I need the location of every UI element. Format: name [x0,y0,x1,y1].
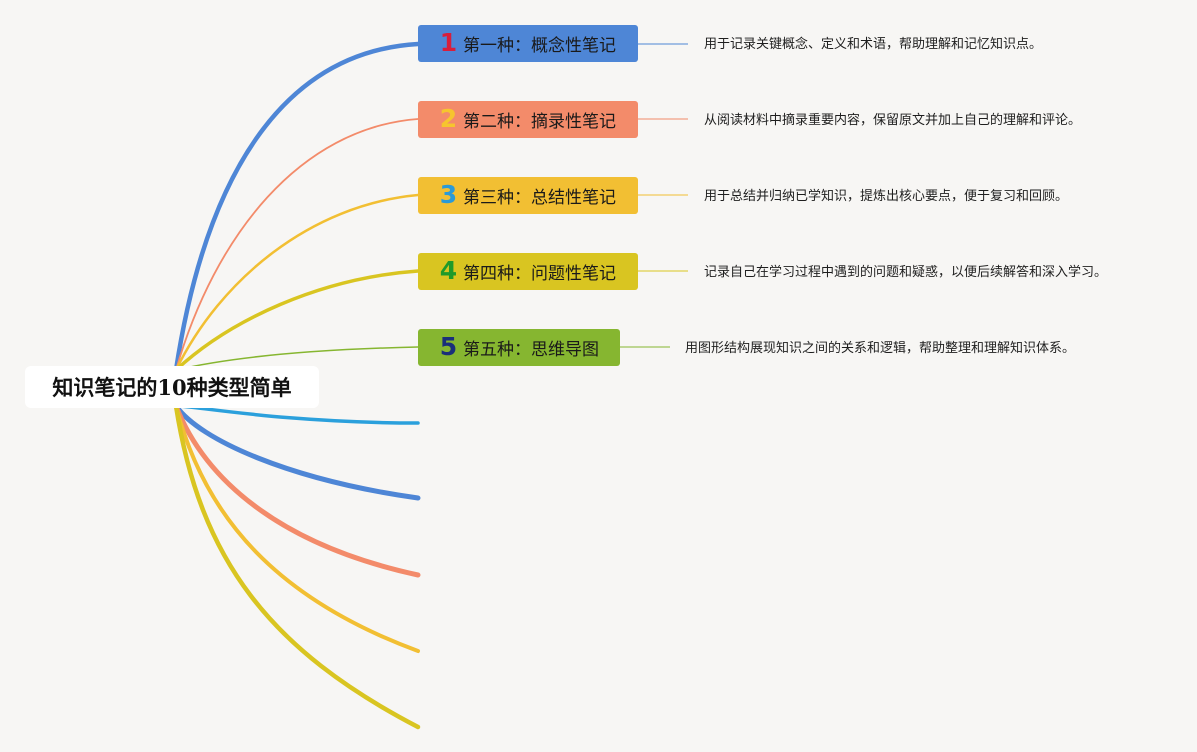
topic-label-5: 第五种：思维导图 [463,340,599,360]
topic-number-2: 2 [439,104,458,133]
topic-node-1[interactable]: 1 第一种：概念性笔记 [418,25,638,62]
branch-curve-1 [173,41,421,373]
root-topic-title: 知识笔记的10种类型简单 [52,375,292,400]
branch-curve-4 [174,269,420,372]
empty-branch-5 [173,403,421,730]
topic-label-4: 第四种：问题性笔记 [463,264,616,284]
branch-curve-5 [175,346,419,371]
topic-description-5[interactable]: 用图形结构展现知识之间的关系和逻辑，帮助整理和理解知识体系。 [685,341,1076,356]
topic-label-2: 第二种：摘录性笔记 [463,112,616,132]
empty-branch-2 [173,403,421,501]
topic-number-5: 5 [439,332,458,361]
branch-curve-3 [174,193,420,372]
branch-curve-2 [175,118,419,371]
topic-number-4: 4 [439,256,458,285]
topic-number-1: 1 [439,28,458,57]
empty-branch-1 [174,404,420,425]
empty-branch-3 [173,403,421,578]
topic-node-5[interactable]: 5 第五种：思维导图 [418,329,620,366]
topic-description-2[interactable]: 从阅读材料中摘录重要内容，保留原文并加上自己的理解和评论。 [704,113,1082,128]
topic-label-3: 第三种：总结性笔记 [463,188,616,208]
root-topic[interactable]: 知识笔记的10种类型简单 [25,366,319,408]
topic-description-4[interactable]: 记录自己在学习过程中遇到的问题和疑惑，以便后续解答和深入学习。 [704,265,1108,280]
topic-node-2[interactable]: 2 第二种：摘录性笔记 [418,101,638,138]
topic-node-4[interactable]: 4 第四种：问题性笔记 [418,253,638,290]
empty-branch-4 [174,404,420,653]
topic-number-3: 3 [439,180,458,209]
topic-description-3[interactable]: 用于总结并归纳已学知识，提炼出核心要点，便于复习和回顾。 [704,189,1069,204]
topic-label-1: 第一种：概念性笔记 [463,36,616,56]
topic-node-3[interactable]: 3 第三种：总结性笔记 [418,177,638,214]
topic-description-1[interactable]: 用于记录关键概念、定义和术语，帮助理解和记忆知识点。 [704,37,1043,52]
